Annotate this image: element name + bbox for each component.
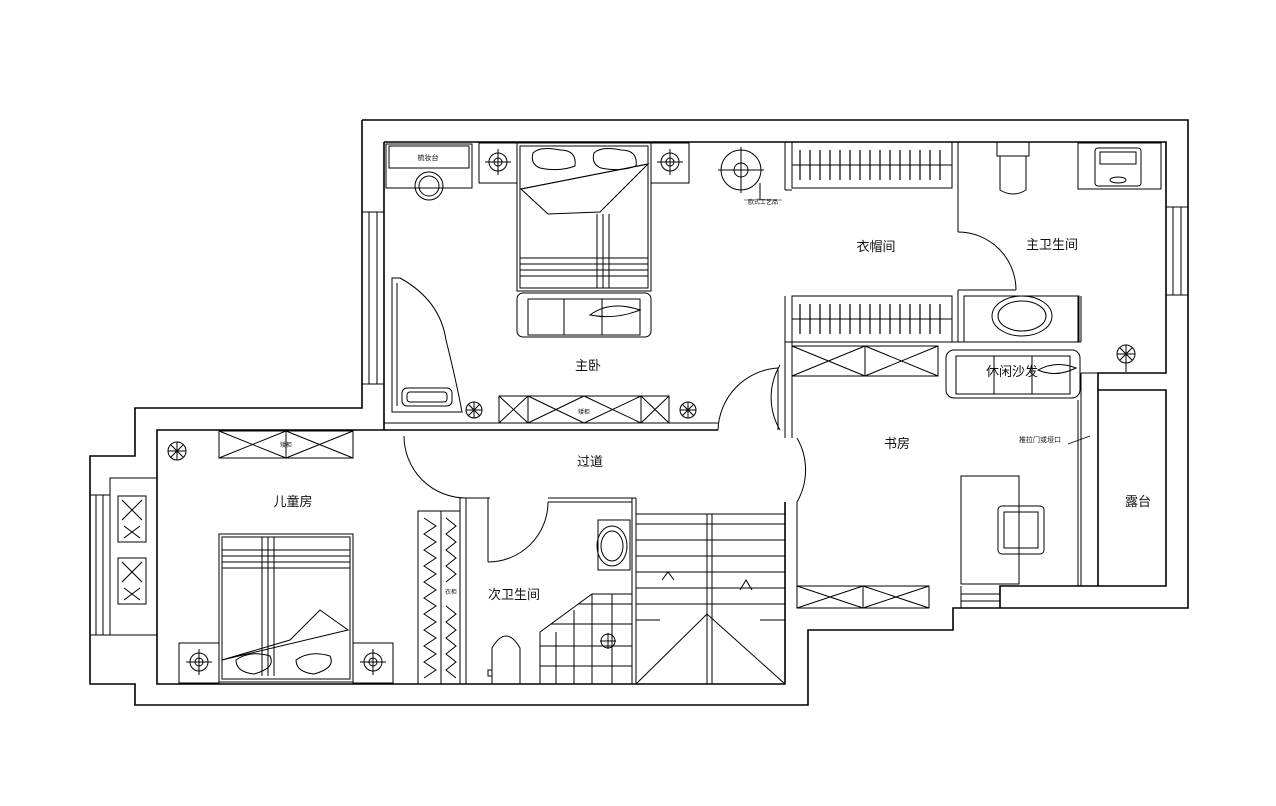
second-bath [466,497,637,685]
master-bath [957,141,1166,374]
low-cabinet-master [498,395,670,424]
door-swing [487,501,549,563]
chaise-icon [391,277,463,413]
staircase [635,513,786,685]
room-label-master-bath: 主卫生间 [1026,238,1078,253]
room-label-second-bath: 次卫生间 [488,587,540,603]
wardrobe-icon [417,510,461,685]
master-bed-icon [516,142,652,292]
plant-icon [465,401,697,419]
label-wardrobe: 衣柜 [445,588,457,596]
bathtub-icon [963,295,1080,343]
toilet-icon [999,156,1027,195]
kids-bed-icon [218,533,354,683]
window-bath-east [1165,206,1189,296]
label-art-piece: 欧式工艺品 [748,198,778,206]
cloakroom [784,141,1081,343]
stool-icon [414,171,444,201]
chair-icon [997,505,1045,555]
study [770,342,1091,609]
master-bedroom [384,142,782,431]
room-label-hallway: 过道 [577,455,603,470]
room-label-kids-room: 儿童房 [273,494,312,510]
plant-icon [1116,344,1136,372]
art-piece-icon [718,147,782,201]
room-label-study: 书房 [884,436,910,452]
door-swing [796,437,807,503]
room-label-cloakroom: 衣帽间 [856,239,895,255]
door-swing [770,364,781,431]
door-swing [403,435,467,499]
label-sliding-door: 推拉门或垭口 [1019,435,1061,444]
vanity-icon [1077,142,1162,190]
shower-area [539,593,633,685]
door-swing [717,367,779,431]
plant-icon [167,441,187,461]
room-label-terrace: 露台 [1125,495,1151,510]
window-kids-bay [89,477,158,636]
label-lounge-sofa: 休闲沙发 [986,364,1038,380]
dresser [385,143,473,189]
room-label-master-bedroom: 主卧 [575,359,601,374]
lounge-sofa-icon [945,349,1081,399]
label-low-cabinet-kids: 矮柜 [280,441,292,449]
nightstand-kids-left [178,642,220,684]
bench-sofa-icon [516,292,652,338]
terrace [1097,389,1167,587]
toilet-icon [487,635,521,684]
outer-walls [89,119,1189,706]
kids-room [167,430,461,685]
sink-icon [596,519,631,571]
label-dresser: 梳妆台 [418,153,439,162]
door-swing [957,231,1017,291]
window-master-west [361,211,385,385]
toilet-tank [996,141,1030,157]
label-low-cabinet-master: 矮柜 [578,408,590,416]
nightstand-kids-right [352,642,394,684]
desk-icon [960,475,1045,585]
